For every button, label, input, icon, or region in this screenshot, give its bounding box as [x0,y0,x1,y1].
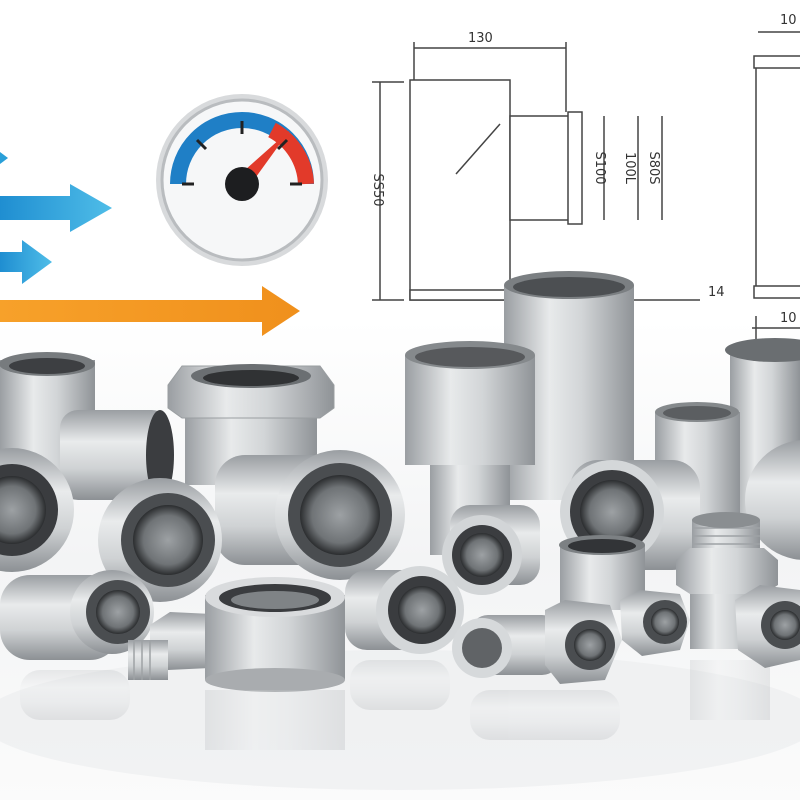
dim-bottom: 14 [708,285,725,300]
blue-arrow-large [0,184,112,232]
threaded-adaptor-front [620,590,690,656]
dim-label-c: S80S [646,151,661,184]
blue-arrow-small-top [0,152,8,164]
pipe-fittings [0,271,800,692]
socket-left-center [98,478,222,602]
socket-center [442,505,540,595]
dim-right-bottom: 10 [780,311,797,326]
dim-label-a: S100 [592,151,607,184]
threaded-elbow-front [452,600,622,684]
socket-front-center [345,566,464,654]
dim-height: SS50 [370,173,385,206]
threaded-fitting-right [735,585,800,668]
dim-label-b: 100L [622,152,637,185]
floor-reflections [20,660,770,750]
pipe-technical-drawing [752,31,800,340]
blue-arrow-medium [0,240,52,284]
flow-arrows [0,152,300,336]
orange-arrow-long [0,286,300,336]
drawing-labels: 130 SS50 S100 100L S80S 14 [370,31,725,300]
left-socket [0,448,74,572]
pressure-gauge-icon [156,94,328,266]
dim-top-width: 130 [468,31,493,46]
dim-right-top: 10 [780,13,797,28]
large-cap-front [205,577,345,692]
elbow-center [215,450,405,580]
elbow-bottom-left [0,570,154,660]
